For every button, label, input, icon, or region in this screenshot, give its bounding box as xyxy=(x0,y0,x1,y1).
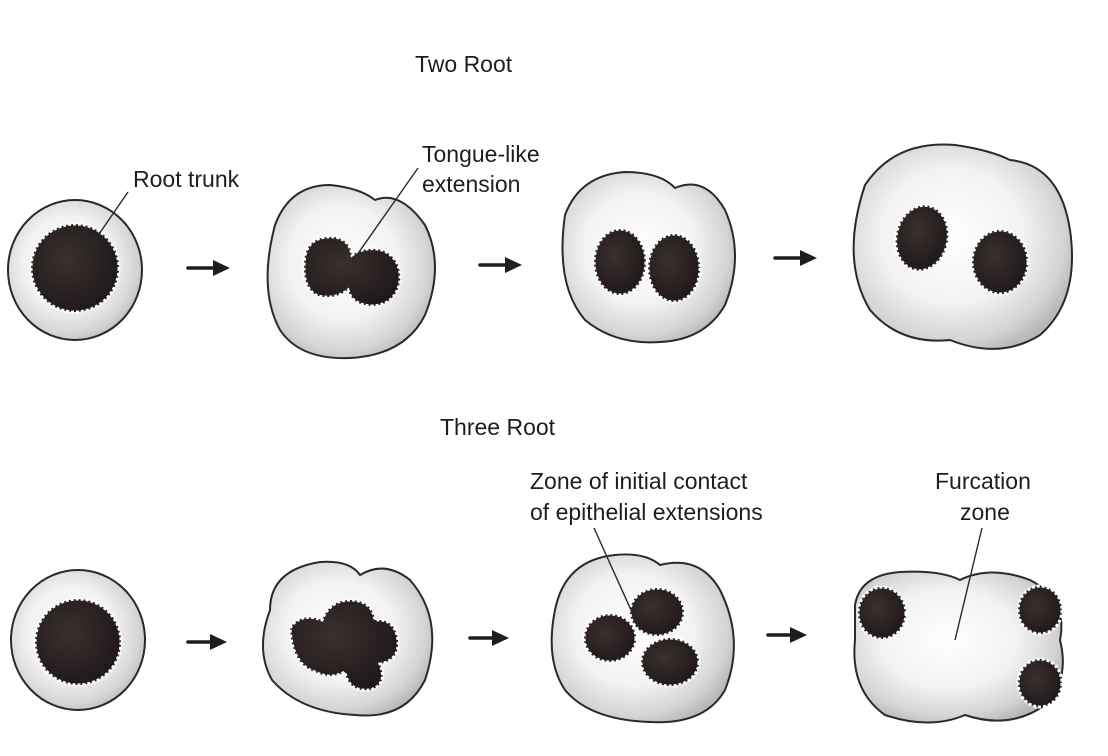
two-root-stage-1 xyxy=(8,200,142,340)
label-tongue-like-line-1: Tongue-like xyxy=(422,141,540,167)
row-title-two-root: Two Root xyxy=(415,51,513,77)
label-zone-contact-line-2: of epithelial extensions xyxy=(530,499,763,525)
two-root-stage-4 xyxy=(854,145,1072,349)
two-root-stage-3 xyxy=(563,172,736,342)
arrow-two-1 xyxy=(188,260,230,276)
arrow-three-1 xyxy=(188,634,227,650)
arrow-two-3 xyxy=(775,250,817,266)
arrow-three-2 xyxy=(470,630,509,646)
three-root-stage-1 xyxy=(11,570,145,710)
label-tongue-like-line-2: extension xyxy=(422,171,520,197)
label-root-trunk: Root trunk xyxy=(133,166,240,192)
label-furcation-line-1: Furcation xyxy=(935,468,1031,494)
three-root-stage-3 xyxy=(552,554,734,722)
two-root-stage-2 xyxy=(268,185,435,358)
row-title-three-root: Three Root xyxy=(440,414,556,440)
label-furcation-line-2: zone xyxy=(960,499,1010,525)
label-zone-contact-line-1: Zone of initial contact xyxy=(530,468,748,494)
arrow-two-2 xyxy=(480,257,522,273)
three-root-stage-4 xyxy=(854,572,1062,723)
arrow-three-3 xyxy=(768,627,807,643)
three-root-stage-2 xyxy=(263,562,432,716)
